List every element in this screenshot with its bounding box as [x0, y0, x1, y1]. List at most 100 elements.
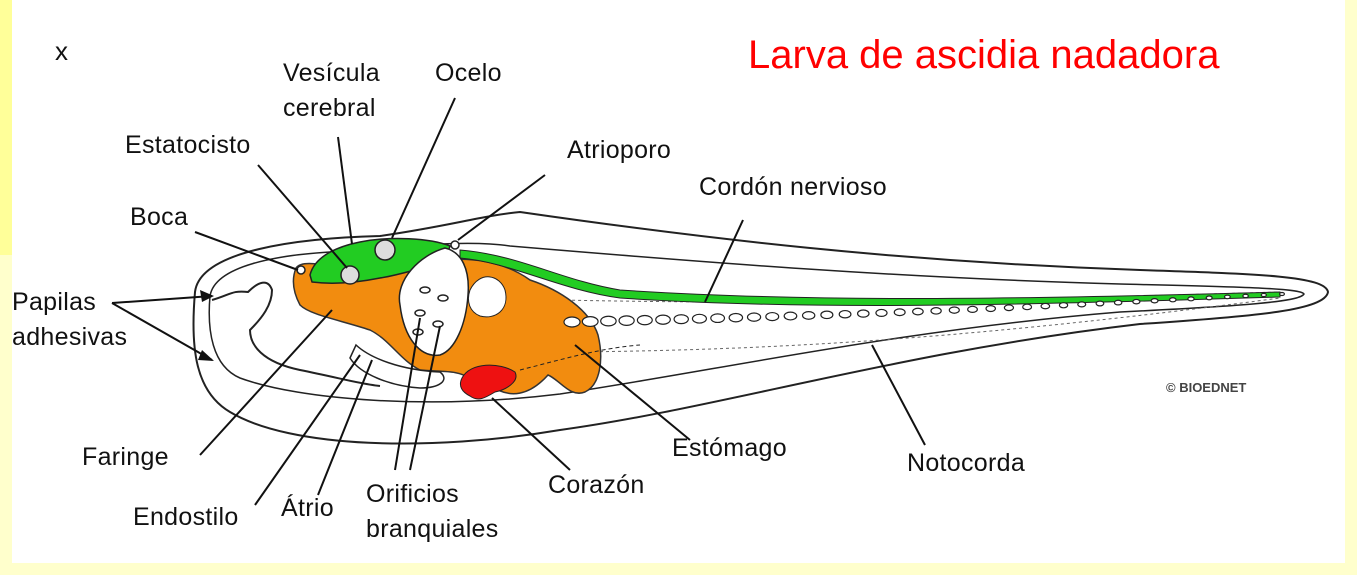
- notochord-cell: [838, 309, 852, 319]
- notochord-cell: [746, 312, 762, 322]
- notochord-cell: [691, 313, 708, 324]
- slide-border-bottom: [0, 563, 1357, 575]
- label-papilas-line1: Papilas: [12, 288, 97, 316]
- notochord-cell: [1077, 301, 1087, 308]
- label-boca: Boca: [130, 203, 189, 231]
- label-vesicula-line1: Vesícula: [283, 59, 380, 87]
- label-cordon-nervioso: Cordón nervioso: [699, 173, 887, 201]
- notochord-cell: [1187, 296, 1195, 302]
- atriopore: [450, 240, 460, 250]
- notochord-cell: [948, 306, 960, 314]
- label-endostilo: Endostilo: [133, 503, 239, 531]
- notochord-cell: [1205, 295, 1213, 301]
- endostyle: [349, 343, 445, 389]
- notochord-cell: [581, 316, 599, 328]
- notochord-cell: [1058, 302, 1069, 309]
- notochord-cell: [655, 314, 671, 325]
- diagram-canvas: [10, 0, 1357, 575]
- notochord-cell: [710, 313, 726, 324]
- notochord-cell: [1095, 300, 1105, 307]
- notochord-cell: [1040, 302, 1051, 310]
- copyright-notice: © BIOEDNET: [1166, 380, 1247, 395]
- notochord-cell: [1150, 298, 1159, 304]
- label-estatocisto: Estatocisto: [125, 131, 251, 159]
- nerve-cord: [459, 249, 1281, 306]
- label-orificios-line1: Orificios: [366, 480, 459, 508]
- notochord-cell: [783, 311, 798, 321]
- label-orificios-line2: branquiales: [366, 515, 499, 543]
- leader-papilas-1: [111, 295, 213, 304]
- gill-slit: [419, 286, 431, 294]
- leader-ocelo: [391, 97, 456, 239]
- gill-slit: [432, 320, 444, 328]
- leader-corazon: [491, 397, 571, 471]
- notochord-cell: [893, 308, 906, 317]
- ocellus: [374, 239, 396, 261]
- tail-fin-outline-lower: [569, 297, 1281, 353]
- notochord-cell: [1003, 304, 1015, 312]
- leader-orificios-1: [394, 317, 421, 471]
- arrowhead-papilas-2: [198, 350, 214, 361]
- notochord-cell: [875, 308, 888, 318]
- notochord-cell: [1022, 303, 1033, 311]
- notochord-cell: [563, 316, 581, 328]
- leader-boca: [194, 231, 299, 271]
- leader-estomago: [574, 344, 691, 441]
- larva-tunic: [192, 210, 1330, 445]
- notochord-cell: [856, 309, 870, 318]
- diagram-title: Larva de ascidia nadadora: [748, 33, 1220, 77]
- label-ocelo: Ocelo: [435, 59, 502, 87]
- notochord-cell: [728, 312, 744, 323]
- leader-atrio: [317, 359, 373, 496]
- notochord-cell: [801, 311, 816, 320]
- leader-papilas-2: [111, 302, 213, 361]
- leader-notocorda: [871, 344, 926, 446]
- slide-marker: x: [55, 36, 68, 66]
- notochord-cell: [1132, 298, 1141, 305]
- label-atrio: Átrio: [281, 494, 334, 522]
- notochord-cell: [1168, 297, 1177, 303]
- gill-slit: [414, 309, 426, 317]
- larva-body: [208, 242, 1305, 403]
- leader-endostilo: [254, 354, 361, 506]
- notochord-cell: [600, 315, 617, 327]
- label-atrioporo: Atrioporo: [567, 136, 672, 164]
- leader-faringe: [199, 309, 333, 456]
- leader-vesicula: [337, 136, 353, 245]
- label-estomago: Estómago: [672, 434, 787, 462]
- arrowhead-papilas-1: [200, 290, 214, 302]
- gut-lumen: [467, 276, 507, 318]
- notochord-cell: [1113, 299, 1123, 306]
- notochord-cell: [930, 307, 942, 315]
- notochord-cell: [985, 305, 997, 313]
- notochord-cell: [636, 314, 653, 326]
- notochord-cells: [563, 291, 1285, 328]
- notochord-cell: [912, 307, 924, 316]
- label-vesicula-line2: cerebral: [283, 94, 376, 122]
- statocyst: [340, 265, 360, 285]
- notochord-cell: [820, 310, 834, 320]
- mouth: [296, 265, 306, 275]
- notochord-cell: [967, 305, 978, 313]
- leader-atrioporo: [457, 174, 546, 241]
- leader-cordon: [704, 219, 744, 303]
- label-papilas-line2: adhesivas: [12, 323, 128, 351]
- notochord-cell: [673, 314, 689, 325]
- notochord-cell: [1278, 291, 1285, 297]
- leader-orificios-2: [409, 325, 441, 471]
- notochord-cell: [765, 311, 780, 322]
- notochord-cell: [1260, 292, 1267, 298]
- heart: [459, 364, 517, 400]
- gill-slit: [437, 294, 449, 302]
- label-notocorda: Notocorda: [907, 449, 1026, 477]
- label-faringe: Faringe: [82, 443, 169, 471]
- papillae-loop: [211, 281, 381, 387]
- notochord-cell: [618, 315, 635, 326]
- leader-estatocisto: [257, 164, 348, 269]
- notochord-cell: [1242, 293, 1249, 299]
- slide-border-right: [1345, 0, 1357, 575]
- notochord-cell: [1223, 294, 1231, 300]
- label-corazon: Corazón: [548, 471, 645, 499]
